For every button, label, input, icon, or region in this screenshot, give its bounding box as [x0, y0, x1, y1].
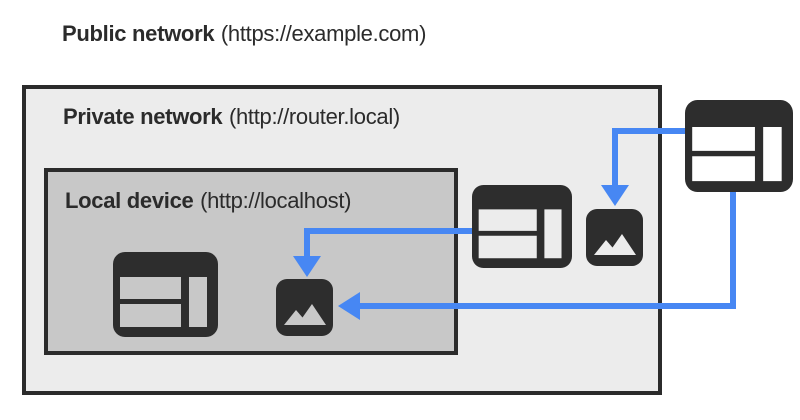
image-resource-icon	[586, 209, 643, 266]
private-network-label: Private network(http://router.local)	[63, 104, 400, 130]
public-network-url: (https://example.com)	[220, 21, 427, 46]
local-device-label: Local device(http://localhost)	[65, 188, 351, 214]
browser-window-icon	[472, 185, 572, 268]
public-network-name: Public network	[62, 21, 215, 46]
public-network-label: Public network(https://example.com)	[62, 21, 426, 47]
local-device-box: Local device(http://localhost)	[44, 168, 458, 355]
private-network-url: (http://router.local)	[228, 104, 400, 129]
local-device-url: (http://localhost)	[200, 188, 352, 213]
image-resource-icon	[276, 279, 333, 336]
private-network-name: Private network	[63, 104, 223, 129]
browser-window-icon	[685, 100, 793, 192]
local-device-name: Local device	[65, 188, 194, 213]
browser-window-icon	[113, 252, 218, 337]
